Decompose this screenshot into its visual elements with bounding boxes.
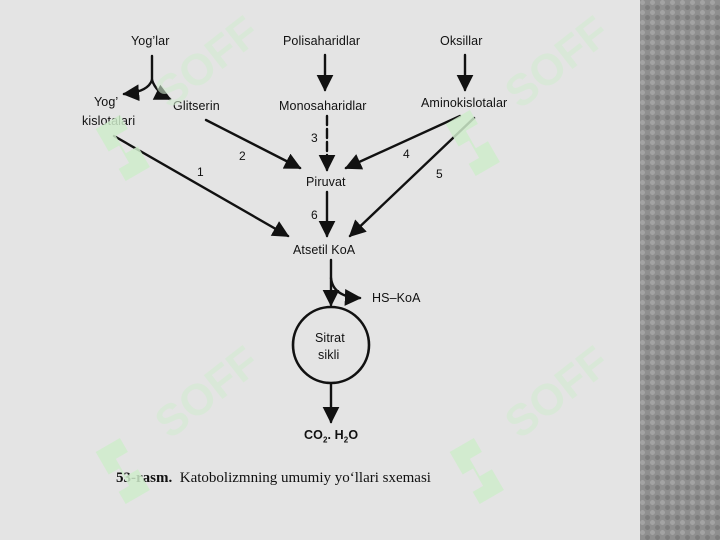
pathway-6-label: 6 xyxy=(311,208,318,222)
caption-label: 53-rasm. xyxy=(116,470,173,486)
node-yoglar: Yog’lar xyxy=(131,34,170,48)
figure-caption: 53-rasm. Katobolizmning umumiy yo‘llari … xyxy=(116,470,431,487)
co2-subscript: 2 xyxy=(322,435,328,445)
node-atsetil-koa: Atsetil KoA xyxy=(293,243,356,257)
pathway-2-label: 2 xyxy=(239,149,246,163)
arrow-yoglar-to-glitserin xyxy=(150,78,172,101)
arrow-pathway-4 xyxy=(344,114,462,170)
node-co2-h2o: CO2. H2O xyxy=(304,428,358,445)
pathway-5-label: 5 xyxy=(436,167,443,181)
node-monosaharidlar: Monosaharidlar xyxy=(279,99,367,113)
node-oksillar: Oksillar xyxy=(440,34,483,48)
pathway-3-label: 3 xyxy=(311,131,318,145)
caption-text: Katobolizmning umumiy yo‘llari sxemasi xyxy=(179,470,431,486)
node-glitserin: Glitserin xyxy=(173,99,220,113)
node-sitrat-line2: sikli xyxy=(318,348,340,362)
arrow-pathway-5 xyxy=(348,116,476,238)
node-hs-koa: HS–KoA xyxy=(372,291,421,305)
node-yog-kislotalari-line1: Yog’ xyxy=(94,95,119,109)
decorative-side-strip xyxy=(640,0,720,540)
arrow-to-hs-koa xyxy=(329,276,362,306)
co2-text: CO xyxy=(304,428,323,442)
node-yog-kislotalari-line2: kislotalari xyxy=(82,114,136,128)
node-sitrat-line1: Sitrat xyxy=(315,331,345,345)
h2o-text: O xyxy=(348,428,359,442)
diagram-arrows xyxy=(112,53,476,424)
arrow-yoglar-to-kislotalari xyxy=(122,78,154,102)
pathway-4-label: 4 xyxy=(403,147,410,161)
node-aminokislotalar: Aminokislotalar xyxy=(421,96,508,110)
arrow-pathway-1 xyxy=(112,134,290,238)
sitrat-sikli-circle xyxy=(291,305,371,385)
node-polisaharidlar: Polisaharidlar xyxy=(283,34,361,48)
h2o-subscript: 2 xyxy=(343,435,349,445)
node-piruvat: Piruvat xyxy=(306,175,346,189)
co2-h2o-separator: . H xyxy=(327,428,344,442)
slide: Yog’lar Polisaharidlar Oksillar Yog’ kis… xyxy=(82,7,619,504)
arrow-pathway-2 xyxy=(204,118,302,170)
pathway-1-label: 1 xyxy=(197,165,204,179)
